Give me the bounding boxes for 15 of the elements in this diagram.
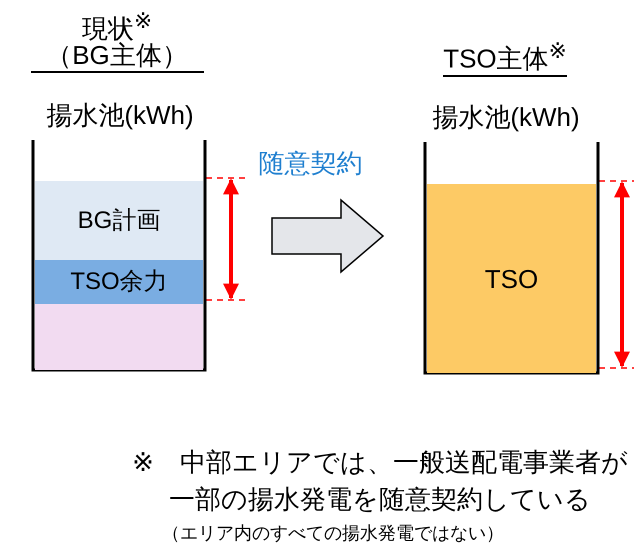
block-arrow	[271, 198, 384, 274]
column-heading: （BG主体）	[30, 40, 204, 73]
layer-label: TSO余力	[69, 267, 169, 297]
water-layer	[35, 304, 203, 370]
layer-label: BG計画	[76, 206, 162, 236]
edge-label: 随意契約	[258, 148, 362, 178]
water-layer	[35, 181, 203, 260]
tank-heading: 揚水池(kWh)	[431, 102, 581, 132]
footnote: （エリア内のすべての揚水発電ではない）	[162, 522, 504, 545]
layer-label: TSO	[484, 264, 540, 294]
water-layer	[35, 260, 203, 304]
tank-heading: 揚水池(kWh)	[45, 100, 195, 130]
water-layer	[427, 184, 596, 373]
column-heading: TSO主体$^{※}$	[443, 36, 567, 77]
footnote: ※ 中部エリアでは、一般送配電事業者が一部の揚水発電を随意契約している	[131, 446, 629, 516]
